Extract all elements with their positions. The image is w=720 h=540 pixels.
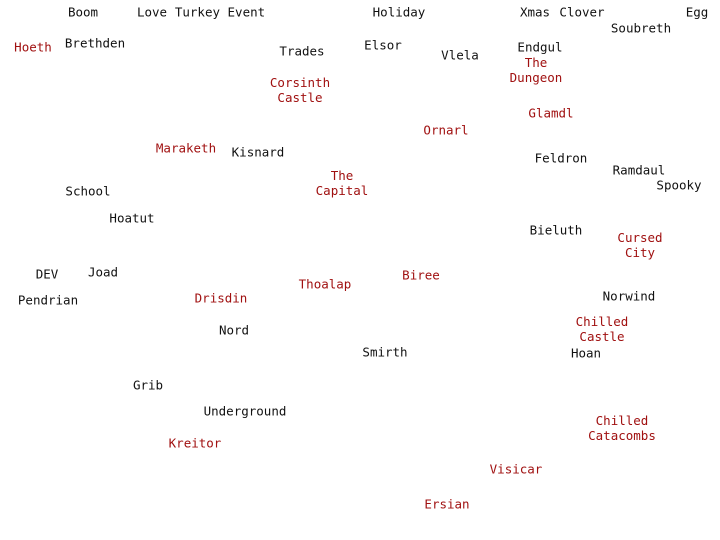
location-nord[interactable]: Nord xyxy=(218,322,250,338)
location-elsor[interactable]: Elsor xyxy=(364,37,402,53)
location-feldron[interactable]: Feldron xyxy=(534,150,588,166)
location-hoeth[interactable]: Hoeth xyxy=(14,39,52,55)
location-chilled-castle[interactable]: Chilled Castle xyxy=(575,314,629,344)
location-biree[interactable]: Biree xyxy=(402,267,440,283)
location-clover[interactable]: Clover xyxy=(559,4,605,20)
location-underground[interactable]: Underground xyxy=(203,403,287,419)
location-bieluth[interactable]: Bieluth xyxy=(529,222,583,238)
location-spooky[interactable]: Spooky xyxy=(656,177,702,193)
location-boom[interactable]: Boom xyxy=(67,4,99,20)
location-school[interactable]: School xyxy=(65,183,111,199)
location-the-dungeon[interactable]: The Dungeon xyxy=(509,55,563,85)
location-the-capital[interactable]: The Capital xyxy=(315,168,369,198)
location-cursed-city[interactable]: Cursed City xyxy=(617,230,663,260)
location-grib[interactable]: Grib xyxy=(132,377,164,393)
location-soubreth[interactable]: Soubreth xyxy=(610,20,672,36)
location-turkey-event[interactable]: Turkey Event xyxy=(174,4,266,20)
location-endgul[interactable]: Endgul xyxy=(517,39,563,55)
location-kreitor[interactable]: Kreitor xyxy=(168,435,222,451)
location-joad[interactable]: Joad xyxy=(87,264,119,280)
location-trades[interactable]: Trades xyxy=(279,43,325,59)
location-ramdaul[interactable]: Ramdaul xyxy=(612,162,666,178)
location-xmas[interactable]: Xmas xyxy=(519,4,551,20)
location-holiday[interactable]: Holiday xyxy=(372,4,426,20)
location-love[interactable]: Love xyxy=(136,4,168,20)
location-maraketh[interactable]: Maraketh xyxy=(155,140,217,156)
location-pendrian[interactable]: Pendrian xyxy=(17,292,79,308)
location-chilled-catacombs[interactable]: Chilled Catacombs xyxy=(588,413,656,443)
location-ornarl[interactable]: Ornarl xyxy=(423,122,469,138)
location-egg[interactable]: Egg xyxy=(685,4,709,20)
location-glamdl[interactable]: Glamdl xyxy=(528,105,574,121)
location-drisdin[interactable]: Drisdin xyxy=(194,290,248,306)
location-vlela[interactable]: Vlela xyxy=(441,47,479,63)
location-thoalap[interactable]: Thoalap xyxy=(298,276,352,292)
location-norwind[interactable]: Norwind xyxy=(602,288,656,304)
location-hoatut[interactable]: Hoatut xyxy=(109,210,155,226)
location-brethden[interactable]: Brethden xyxy=(64,35,126,51)
location-hoan[interactable]: Hoan xyxy=(570,345,602,361)
location-kisnard[interactable]: Kisnard xyxy=(231,144,285,160)
location-dev[interactable]: DEV xyxy=(35,266,59,282)
location-visicar[interactable]: Visicar xyxy=(489,461,543,477)
location-ersian[interactable]: Ersian xyxy=(424,496,470,512)
location-smirth[interactable]: Smirth xyxy=(362,344,408,360)
location-corsinth-castle[interactable]: Corsinth Castle xyxy=(269,75,331,105)
